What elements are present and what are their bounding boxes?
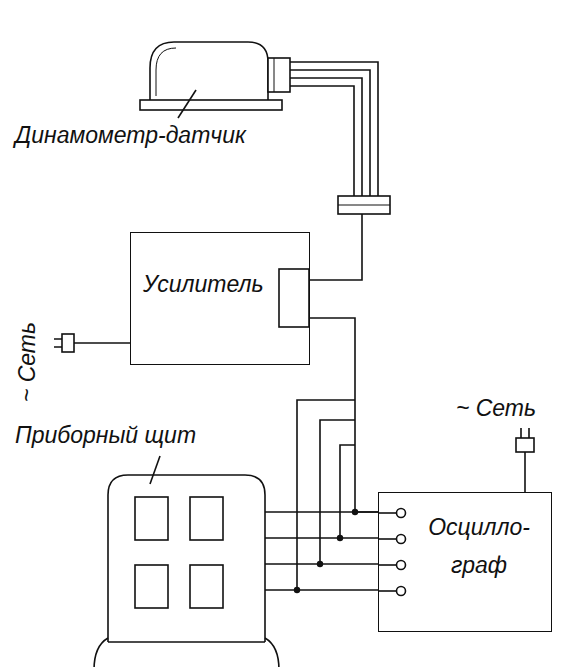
cable-core xyxy=(290,70,370,198)
signal-wire xyxy=(265,589,378,591)
bus-wire xyxy=(297,400,355,590)
cable-connector xyxy=(338,205,390,206)
bus-wire xyxy=(320,420,355,564)
node-label: Усилитель xyxy=(143,271,264,299)
junction-dot xyxy=(294,587,300,593)
junction-dot xyxy=(337,535,343,541)
plug-pins xyxy=(521,428,529,438)
cable-core xyxy=(290,86,354,198)
sensor-socket xyxy=(274,58,275,92)
terminal-lead xyxy=(379,590,396,592)
junction-dot xyxy=(317,561,323,567)
sensor-unit-drawing xyxy=(140,42,290,118)
terminal-lead xyxy=(379,564,396,566)
amplifier-box-drawing xyxy=(131,233,311,366)
mains-label: ~ Сеть xyxy=(14,322,42,402)
cable-connector xyxy=(338,196,390,214)
text-holder: Приборный щит xyxy=(15,422,196,450)
leader-line xyxy=(178,90,196,118)
node-label: Осцилло- граф xyxy=(419,509,539,585)
oscillograph-box-drawing xyxy=(379,509,406,596)
panel-body xyxy=(108,475,265,642)
instrument-panel-drawing xyxy=(10,420,265,667)
bus-wire xyxy=(340,445,355,538)
sensor-housing xyxy=(150,42,268,100)
power-cord xyxy=(74,342,130,344)
panel-base xyxy=(94,638,279,667)
housing-edge xyxy=(156,48,176,96)
input-terminal xyxy=(397,561,406,570)
instrument-panel: Приборный щит xyxy=(10,420,265,667)
label-holder: ~ Сеть xyxy=(456,395,536,423)
node-label: Динамометр-датчик xyxy=(15,122,246,150)
label-holder: ~ Сеть xyxy=(14,322,42,402)
oscillograph-box: Осцилло- граф xyxy=(378,492,552,632)
meter-window xyxy=(135,565,168,608)
input-terminal xyxy=(397,587,406,596)
plug-body xyxy=(516,438,534,452)
plug-body xyxy=(62,334,74,352)
signal-wire xyxy=(265,537,378,539)
text-holder: Динамометр-датчик xyxy=(15,122,246,150)
junction-dot xyxy=(352,509,358,515)
amplifier-box: Усилитель xyxy=(130,232,310,365)
meter-window xyxy=(135,497,168,540)
text-holder: Осцилло- граф xyxy=(419,509,539,585)
amplifier-socket xyxy=(279,269,309,327)
cable-core xyxy=(290,62,378,198)
sensor-socket xyxy=(268,58,290,92)
input-terminal xyxy=(397,509,406,518)
plug-pins xyxy=(54,339,62,347)
base-plate xyxy=(140,100,282,110)
meter-window xyxy=(190,497,223,540)
sensor-unit: Динамометр-датчик xyxy=(10,38,290,153)
signal-cable xyxy=(265,511,378,513)
node-label: Приборный щит xyxy=(15,422,196,450)
input-terminal xyxy=(397,535,406,544)
terminal-lead xyxy=(379,538,396,540)
meter-window xyxy=(190,565,223,608)
instrument-panel-drawing xyxy=(94,456,279,667)
text-holder: Усилитель xyxy=(143,271,264,299)
amplifier-box-drawing xyxy=(279,269,309,327)
mains-label: ~ Сеть xyxy=(456,395,536,423)
terminal-lead xyxy=(379,512,396,514)
leader-line xyxy=(150,456,160,484)
power-cord xyxy=(524,452,526,492)
